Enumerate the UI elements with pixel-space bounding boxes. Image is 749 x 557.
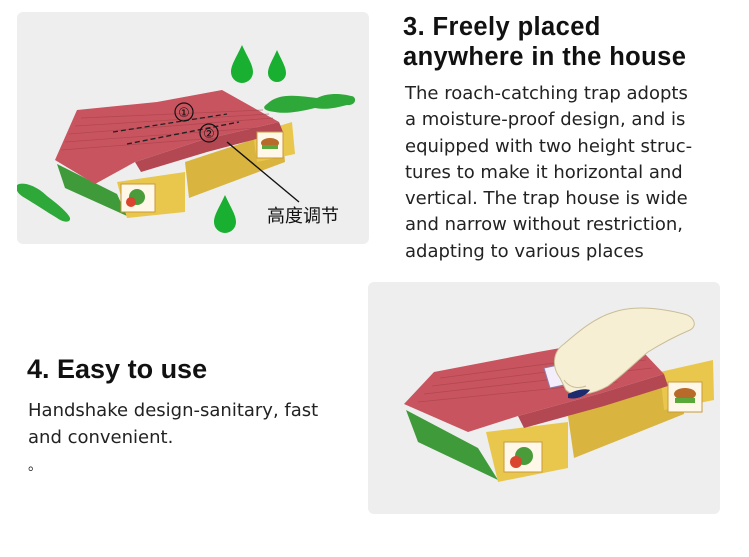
water-drop-icon xyxy=(231,45,253,83)
description-line: and narrow without restriction, xyxy=(405,214,683,236)
trap-base-grass xyxy=(57,164,127,216)
trap-base-grass xyxy=(406,410,498,480)
description-line: tures to make it horizontal and xyxy=(405,161,683,183)
trap-house-drawing: ① ② xyxy=(17,45,356,233)
height-adjust-label: 高度调节 xyxy=(267,206,339,227)
description-line: Handshake design-sanitary, fast xyxy=(28,400,319,421)
section3-description: The roach-catching trap adopts a moistur… xyxy=(405,81,735,265)
section4-description: Handshake design-sanitary, fast and conv… xyxy=(28,397,348,451)
section3-heading: 3. Freely placed anywhere in the house xyxy=(403,12,743,72)
liquid-splash xyxy=(264,94,356,113)
liquid-splash xyxy=(17,183,70,222)
marker-1: ① xyxy=(178,106,190,121)
marker-2: ② xyxy=(203,127,215,142)
trailing-mark: 。 xyxy=(28,458,42,474)
heading-line: anywhere in the house xyxy=(403,43,687,71)
trap-house-hand-drawing xyxy=(404,307,714,482)
description-line: vertical. The trap house is wide xyxy=(405,188,688,210)
description-line: adapting to various places xyxy=(405,240,644,262)
section4-heading: 4. Easy to use xyxy=(27,354,208,384)
description-line: a moisture-proof design, and is xyxy=(405,109,686,131)
hand-icon xyxy=(554,307,695,395)
heading-line: 3. Freely placed xyxy=(403,13,601,41)
trap-roof xyxy=(55,90,279,184)
trap-adjust-illustration: ① ② 高度调节 xyxy=(17,12,369,244)
tape-strip xyxy=(568,389,590,399)
water-drop-icon xyxy=(214,195,236,233)
description-line: and convenient. xyxy=(28,427,174,448)
water-drop-icon xyxy=(268,50,286,82)
description-line: The roach-catching trap adopts xyxy=(405,83,688,104)
trap-roof-side xyxy=(135,122,283,172)
description-line: equipped with two height struc- xyxy=(405,135,693,157)
trap-right-wall xyxy=(568,378,684,458)
trap-roof-side xyxy=(518,374,668,428)
hand-peel-illustration xyxy=(368,282,720,514)
callout-line xyxy=(226,141,300,203)
